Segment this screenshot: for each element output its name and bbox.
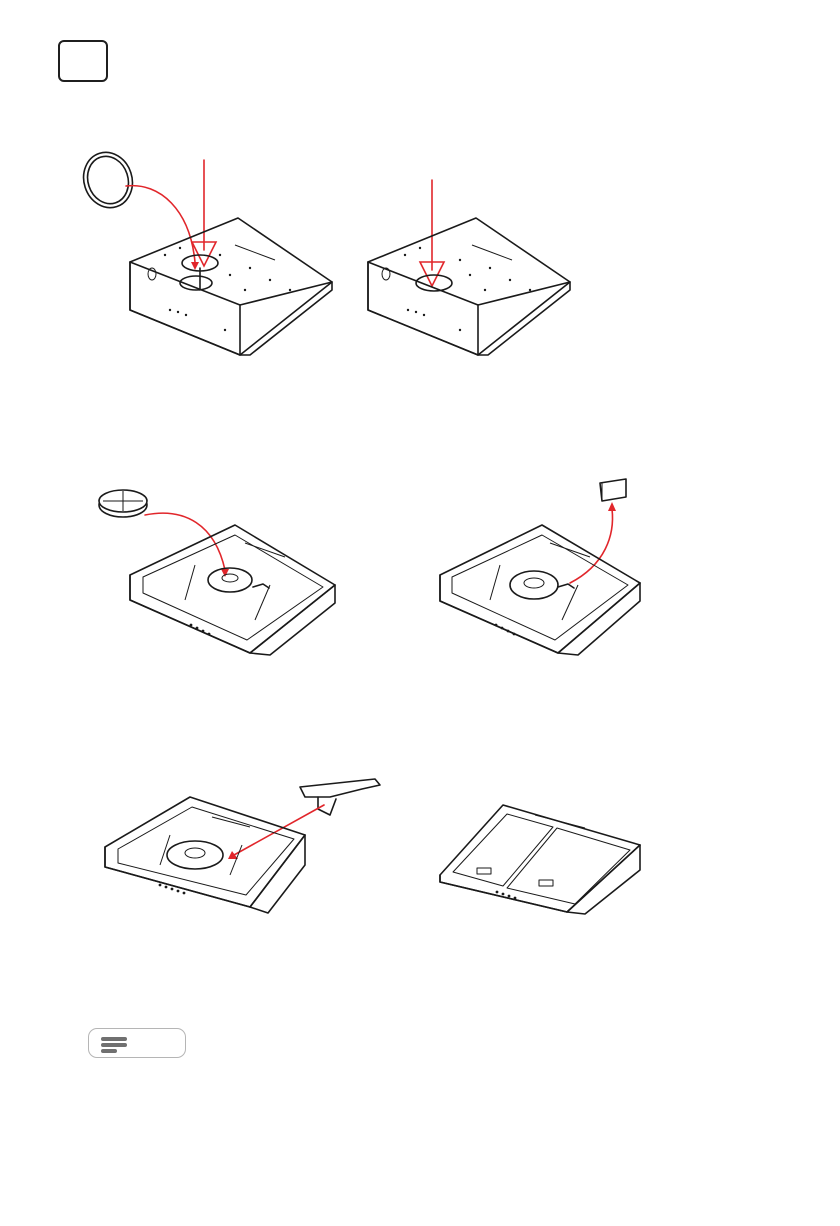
note-badge (88, 1028, 186, 1058)
clip-icon (600, 479, 626, 501)
step-number-box (58, 40, 108, 82)
hood-underside-icon (105, 797, 305, 913)
hood-body-icon (368, 218, 570, 355)
figure-remove-top-cover-plate (70, 150, 350, 365)
figure-install-charcoal-filter (95, 485, 345, 665)
figure-refit-grease-filters (435, 800, 650, 920)
figure-remove-clip (430, 475, 660, 665)
hood-body-icon (130, 218, 332, 355)
hood-with-filters-icon (440, 805, 640, 914)
figure-top-outlet-open (360, 150, 590, 365)
figure-install-bracket (100, 775, 390, 920)
hood-underside-icon (440, 525, 640, 655)
hood-underside-icon (130, 525, 335, 655)
charcoal-filter-icon (99, 490, 147, 517)
bracket-icon (300, 779, 380, 815)
